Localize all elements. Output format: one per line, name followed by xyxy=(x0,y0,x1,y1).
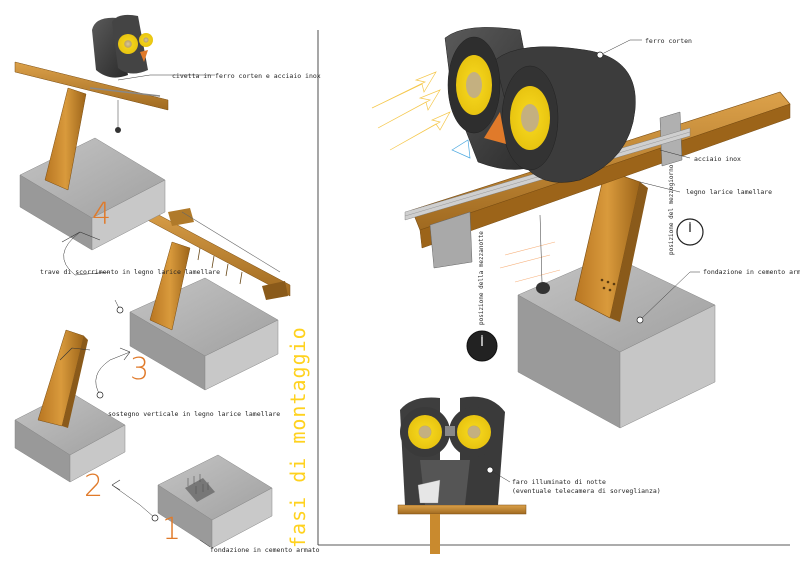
label-civetta: civetta in ferro corten e acciaio inox xyxy=(172,72,321,80)
marker-dot xyxy=(636,316,644,324)
label-pos-mezzanotte: posizione della mezzanotte xyxy=(478,231,485,325)
main-owl-assembly xyxy=(371,27,791,429)
step-number-3: 3 xyxy=(130,352,150,387)
step4-complete xyxy=(14,14,169,251)
step-number-4: 4 xyxy=(92,197,112,232)
step-number-1: 1 xyxy=(162,512,182,547)
page-title: fasi di montaggio xyxy=(286,326,310,548)
marker-dot xyxy=(486,466,494,474)
leader-lines xyxy=(63,39,700,548)
clock-mezzanotte xyxy=(466,330,498,362)
label-faro-line2: (eventuale telecamera di sorveglianza) xyxy=(512,487,661,495)
clock-mezzogiorno xyxy=(676,218,704,246)
step1-foundation xyxy=(157,454,273,549)
label-pos-mezzogiorno: posizione del mezzogiorno xyxy=(668,164,675,255)
step2-support xyxy=(14,329,126,483)
marker-dot xyxy=(96,391,104,399)
label-trave: trave di scorrimento in legno larice lam… xyxy=(40,268,221,276)
label-ferro-corten: ferro corten xyxy=(645,37,692,45)
step3-beam xyxy=(129,204,291,391)
label-legno-larice: legno larice lamellare xyxy=(686,188,773,196)
label-acciaio-inox: acciaio inox xyxy=(694,155,741,163)
label-sostegno: sostegno verticale in legno larice lamel… xyxy=(108,410,281,418)
front-owl xyxy=(397,396,527,554)
label-fondazione-right: fondazione in cemento armato xyxy=(703,268,800,276)
marker-dot xyxy=(596,51,604,59)
pointer-arrows xyxy=(59,231,131,491)
marker-dot xyxy=(116,306,124,314)
step-number-2: 2 xyxy=(84,469,104,504)
label-fondazione-left: fondazione in cemento armato xyxy=(210,546,320,554)
marker-dot xyxy=(151,514,159,522)
label-faro-line1: faro illuminato di notte xyxy=(512,478,606,486)
